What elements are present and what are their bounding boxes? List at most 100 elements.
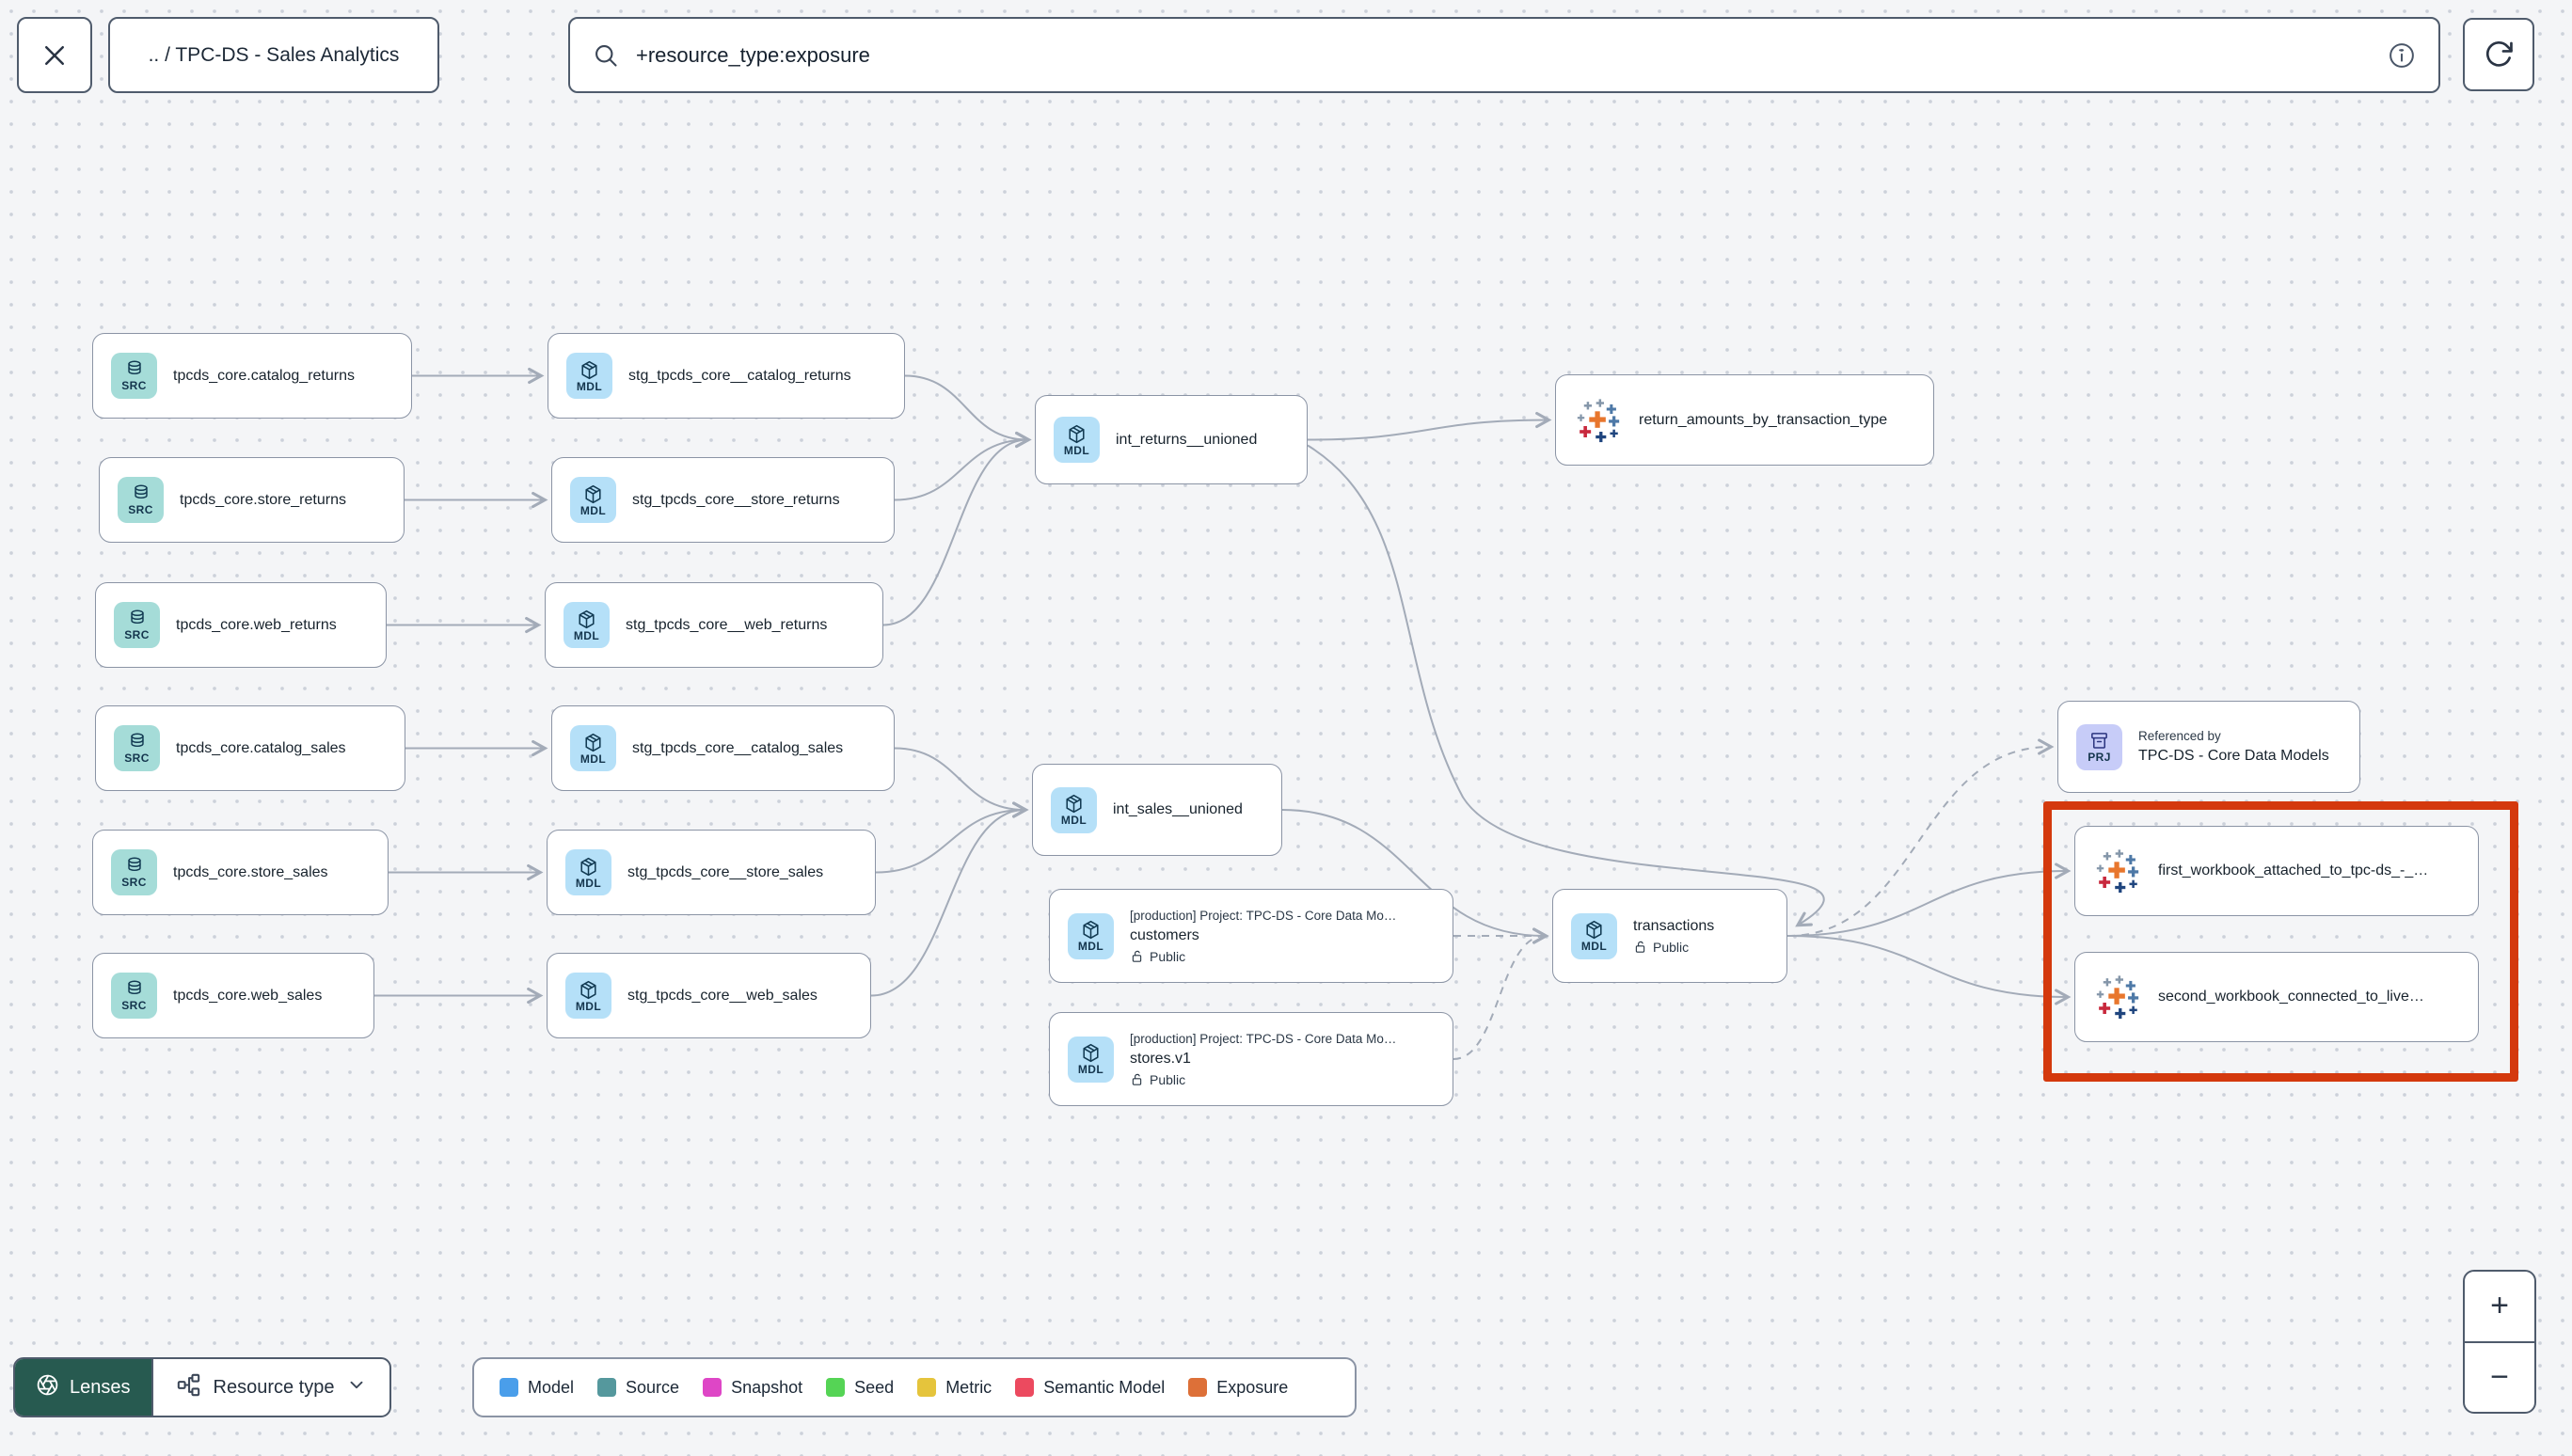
database-icon: SRC bbox=[111, 849, 157, 895]
edge-mdl-transactions-to-prj-tpcds-core-data-models bbox=[1786, 738, 2055, 937]
node-text: stg_tpcds_core__catalog_sales bbox=[632, 740, 843, 757]
info-icon[interactable] bbox=[2388, 41, 2416, 70]
close-icon bbox=[40, 41, 69, 70]
node-eyebrow: [production] Project: TPC-DS - Core Data… bbox=[1130, 1031, 1397, 1046]
cube-icon: MDL bbox=[570, 477, 616, 523]
edge-mdl-stg-catalog-sales-to-mdl-int-sales-unioned bbox=[894, 747, 1029, 818]
close-button[interactable] bbox=[17, 17, 92, 93]
database-icon: SRC bbox=[114, 725, 160, 771]
mdl-stg-store-returns[interactable]: MDL stg_tpcds_core__store_returns bbox=[551, 457, 895, 543]
database-icon: SRC bbox=[114, 602, 160, 648]
cube-icon: MDL bbox=[1571, 912, 1617, 959]
node-text: stg_tpcds_core__store_returns bbox=[632, 492, 840, 509]
resource-type-dropdown[interactable]: Resource type bbox=[151, 1359, 390, 1416]
legend-swatch bbox=[703, 1378, 722, 1397]
exp-second-workbook[interactable]: second_workbook_connected_to_live… bbox=[2074, 952, 2479, 1042]
zoom-out-button[interactable]: − bbox=[2465, 1343, 2534, 1413]
badge-label: MDL bbox=[1077, 940, 1104, 953]
refresh-button[interactable] bbox=[2463, 18, 2534, 91]
badge-label: MDL bbox=[576, 379, 603, 393]
node-text: second_workbook_connected_to_live… bbox=[2158, 989, 2424, 1005]
refresh-icon bbox=[2483, 39, 2515, 71]
edge-mdl-stg-web-sales-to-mdl-int-sales-unioned bbox=[870, 801, 1029, 997]
legend-label: Source bbox=[626, 1377, 680, 1397]
mdl-stg-catalog-returns[interactable]: MDL stg_tpcds_core__catalog_returns bbox=[548, 333, 905, 419]
node-title: stg_tpcds_core__store_sales bbox=[627, 863, 824, 880]
mdl-stg-web-returns[interactable]: MDL stg_tpcds_core__web_returns bbox=[545, 582, 883, 668]
badge-label: SRC bbox=[124, 752, 150, 765]
node-title: int_returns__unioned bbox=[1116, 431, 1258, 448]
node-title: first_workbook_attached_to_tpc-ds_-_… bbox=[2158, 863, 2429, 878]
edge-mdl-stg-web-returns-to-mdl-int-returns-unioned bbox=[882, 431, 1032, 626]
node-title: stg_tpcds_core__catalog_returns bbox=[628, 367, 851, 384]
badge-label: PRJ bbox=[2088, 751, 2111, 764]
zoom-in-button[interactable]: + bbox=[2465, 1272, 2534, 1343]
node-access: Public bbox=[1633, 940, 1714, 955]
edge-mdl-stg-store-sales-to-mdl-int-sales-unioned bbox=[875, 801, 1029, 874]
src-web-sales[interactable]: SRC tpcds_core.web_sales bbox=[92, 953, 374, 1038]
mdl-int-returns-unioned[interactable]: MDL int_returns__unioned bbox=[1035, 395, 1308, 484]
edge-mdl-stg-store-returns-to-mdl-int-returns-unioned bbox=[894, 431, 1032, 501]
cube-icon: MDL bbox=[564, 602, 610, 648]
lenses-pill: Lenses Resource type bbox=[13, 1357, 392, 1417]
node-title: stg_tpcds_core__catalog_sales bbox=[632, 739, 844, 756]
cube-icon: MDL bbox=[1054, 417, 1100, 463]
tableau-icon bbox=[2093, 848, 2142, 894]
node-title: stg_tpcds_core__web_returns bbox=[626, 616, 828, 633]
badge-label: MDL bbox=[1060, 814, 1088, 827]
node-title: return_amounts_by_transaction_type bbox=[1639, 411, 1888, 428]
minus-icon: − bbox=[2490, 1358, 2509, 1395]
search-input[interactable] bbox=[634, 41, 2373, 69]
mdl-int-sales-unioned[interactable]: MDL int_sales__unioned bbox=[1032, 764, 1282, 856]
zoom-controls: + − bbox=[2463, 1270, 2536, 1414]
cube-icon: MDL bbox=[566, 353, 612, 399]
node-access: Public bbox=[1130, 949, 1396, 964]
node-text: stg_tpcds_core__store_sales bbox=[627, 864, 823, 881]
node-text: tpcds_core.web_sales bbox=[173, 988, 322, 1005]
legend-label: Metric bbox=[945, 1377, 992, 1397]
breadcrumb[interactable]: .. / TPC-DS - Sales Analytics bbox=[108, 17, 439, 93]
node-eyebrow: Referenced by bbox=[2138, 729, 2221, 743]
node-title: customers bbox=[1130, 926, 1199, 943]
mdl-customers[interactable]: MDL[production] Project: TPC-DS - Core D… bbox=[1049, 889, 1453, 983]
exp-return-amounts[interactable]: return_amounts_by_transaction_type bbox=[1555, 374, 1934, 466]
legend-label: Snapshot bbox=[731, 1377, 803, 1397]
node-text: int_sales__unioned bbox=[1113, 801, 1243, 818]
lenses-button[interactable]: Lenses bbox=[15, 1359, 151, 1416]
mdl-stores-v1[interactable]: MDL [production] Project: TPC-DS - Core D… bbox=[1049, 1012, 1453, 1106]
legend-swatch bbox=[500, 1378, 518, 1397]
src-store-sales[interactable]: SRC tpcds_core.store_sales bbox=[92, 830, 389, 915]
node-title: tpcds_core.catalog_returns bbox=[173, 367, 355, 384]
badge-label: MDL bbox=[1077, 1063, 1104, 1076]
legend-swatch bbox=[826, 1378, 846, 1397]
node-access: Public bbox=[1130, 1072, 1396, 1087]
search-bar[interactable] bbox=[568, 17, 2440, 93]
node-text: stg_tpcds_core__web_returns bbox=[626, 617, 827, 634]
node-title: stg_tpcds_core__store_returns bbox=[632, 491, 840, 508]
edge-mdl-stg-catalog-returns-to-mdl-int-returns-unioned bbox=[904, 374, 1032, 449]
node-text: tpcds_core.store_sales bbox=[173, 864, 328, 881]
node-text: return_amounts_by_transaction_type bbox=[1639, 412, 1887, 429]
database-icon: SRC bbox=[111, 973, 157, 1019]
node-text: first_workbook_attached_to_tpc-ds_-_… bbox=[2158, 863, 2428, 879]
cube-icon: MDL bbox=[565, 973, 611, 1019]
exp-first-workbook[interactable]: first_workbook_attached_to_tpc-ds_-_… bbox=[2074, 826, 2479, 916]
badge-label: SRC bbox=[124, 628, 150, 641]
badge-label: MDL bbox=[579, 503, 607, 517]
badge-label: MDL bbox=[1580, 940, 1608, 953]
edge-mdl-int-sales-unioned-to-mdl-transactions bbox=[1281, 809, 1549, 944]
